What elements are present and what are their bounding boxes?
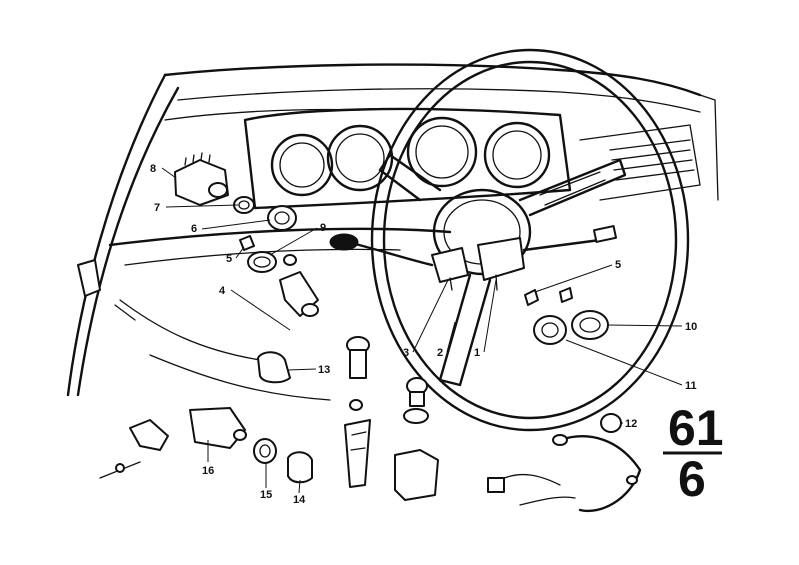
- callout-3: 3: [403, 347, 409, 359]
- part-16-switch: [189, 407, 247, 449]
- group-main-number: 61: [668, 400, 724, 456]
- steering-wheel: [370, 48, 690, 432]
- instrument-cluster: [243, 107, 572, 210]
- callout-15: 15: [260, 489, 272, 501]
- callout-1: 1: [474, 347, 480, 359]
- callout-16: 16: [202, 465, 214, 477]
- socket-assembly: [394, 377, 439, 501]
- group-sub-number: 6: [678, 451, 706, 507]
- part-8-switch: [174, 152, 229, 206]
- part-bracket-left: [77, 259, 136, 321]
- column-switch-assembly: [329, 225, 618, 291]
- callout-5a: 5: [226, 253, 232, 265]
- part-small-switch: [99, 419, 169, 479]
- part-14-knob: [287, 451, 313, 484]
- callout-7: 7: [154, 202, 160, 214]
- callout-labels: 8 7 6 5 9 4 13 3 2 1 5 10 11 12 16 15 14: [150, 163, 697, 506]
- dashboard-outline: [66, 63, 719, 401]
- callout-5b: 5: [615, 259, 621, 271]
- callout-12: 12: [625, 418, 637, 430]
- callout-2: 2: [437, 347, 443, 359]
- leader-lines: [161, 167, 683, 494]
- group-number: 61 6: [663, 400, 724, 507]
- part-15-ring: [253, 438, 277, 464]
- callout-9: 9: [320, 222, 326, 234]
- lighter-assembly: [344, 336, 371, 488]
- ignition-lock-stack: [239, 235, 319, 317]
- wiring-harness: [487, 434, 642, 513]
- part-11-switch: [533, 315, 567, 345]
- part-13-knob: [257, 351, 291, 384]
- part-5b-clips: [524, 287, 573, 306]
- part-10-switch: [571, 310, 609, 340]
- callout-14: 14: [293, 494, 306, 506]
- callout-10: 10: [685, 321, 697, 333]
- callout-6: 6: [191, 223, 197, 235]
- callout-13: 13: [318, 364, 330, 376]
- part-12-bulb: [600, 413, 622, 433]
- callout-8: 8: [150, 163, 156, 175]
- callout-11: 11: [685, 380, 697, 392]
- callout-4: 4: [219, 285, 226, 297]
- part-6-bezel: [267, 205, 297, 231]
